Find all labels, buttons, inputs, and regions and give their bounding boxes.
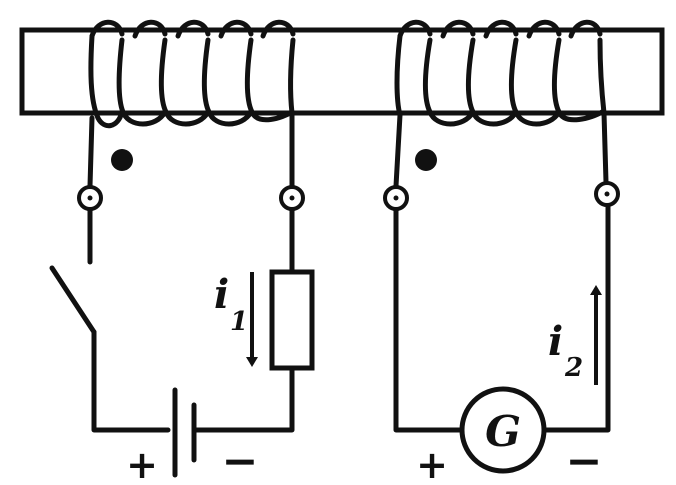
primary-coil-turn [218, 19, 254, 39]
secondary-coil-turn [466, 37, 519, 127]
secondary-left-lead [393, 112, 403, 189]
primary-coil-turn [158, 37, 211, 127]
switch-blade [49, 265, 97, 335]
secondary-coil-turn [440, 19, 476, 39]
secondary-coil-turn [568, 19, 603, 39]
terminal-center [87, 195, 93, 201]
current-1-subscript: 1 [230, 307, 248, 337]
secondary-coil-turn [394, 33, 403, 118]
galvanometer-minus-sign: − [566, 436, 603, 485]
secondary-right-wire [541, 203, 611, 433]
secondary-coil-turn [483, 19, 519, 39]
primary-coil-turn [244, 37, 295, 123]
primary-coil [88, 19, 296, 129]
terminal-center [289, 195, 295, 201]
resistor [269, 269, 315, 371]
primary-coil-turn [201, 37, 254, 127]
secondary-coil-turn [552, 37, 605, 123]
primary-switch-wire [91, 329, 171, 433]
primary-coil-turn [175, 19, 211, 39]
primary-coil-turn [132, 19, 168, 39]
secondary-polarity-dot [415, 149, 437, 171]
secondary-coil-turn [597, 37, 607, 116]
current-2-subscript: 2 [564, 353, 583, 383]
primary-polarity-dot [111, 149, 133, 171]
galvanometer-plus-sign: + [416, 443, 448, 485]
secondary-right-lead [601, 110, 609, 185]
secondary-coil [394, 19, 607, 127]
current-1-symbol: i [214, 271, 229, 318]
primary-coil-turn [88, 33, 125, 129]
primary-coil-turn [260, 19, 296, 39]
galvanometer-label: G [485, 407, 521, 456]
secondary-coil-turn [526, 19, 562, 39]
primary-coil-turn [288, 37, 296, 116]
current-2-symbol: i [548, 318, 563, 365]
primary-battery-wire [193, 365, 295, 433]
primary-coil-turn [89, 19, 125, 39]
galvanometer [459, 386, 547, 474]
battery-minus-sign: − [222, 436, 259, 485]
primary-coil-turn [116, 37, 168, 127]
battery-plus-sign: + [126, 443, 158, 485]
secondary-coil-turn [397, 19, 433, 39]
secondary-coil-turn [423, 37, 476, 127]
secondary-coil-turn [509, 37, 562, 127]
terminal-center [604, 191, 610, 197]
terminal-center [393, 195, 399, 201]
terminals [77, 181, 620, 211]
secondary-left-wire [393, 207, 465, 433]
primary-left-lead [87, 115, 95, 189]
